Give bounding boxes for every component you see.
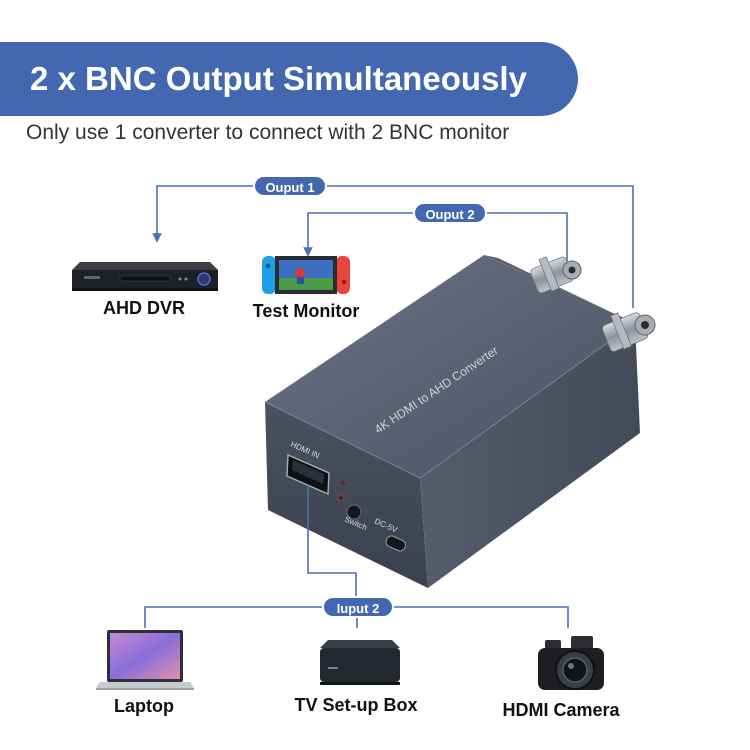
title-banner: 2 x BNC Output Simultaneously	[0, 42, 578, 116]
monitor-icon	[262, 256, 350, 294]
converter-device	[264, 255, 640, 588]
output1-pill: Ouput 1	[253, 175, 327, 197]
dvr-icon	[72, 262, 218, 291]
output2-pill: Ouput 2	[413, 202, 487, 224]
bnc-output2-connector	[530, 256, 582, 294]
settop-label: TV Set-up Box	[294, 695, 418, 715]
laptop-label: Laptop	[114, 696, 174, 716]
settop-box-icon	[320, 640, 400, 685]
page-title: 2 x BNC Output Simultaneously	[30, 60, 527, 97]
bnc-output1-connector	[602, 312, 656, 352]
camera-icon	[538, 636, 604, 690]
input2-pill: Iuput 2	[322, 596, 394, 618]
input-line-hdmi	[307, 484, 357, 607]
converter-side	[420, 323, 640, 588]
converter-top	[265, 255, 635, 478]
laptop-icon	[96, 630, 194, 690]
output1-line	[152, 185, 634, 308]
camera-label: HDMI Camera	[502, 700, 620, 720]
switch-button	[346, 504, 362, 520]
monitor-label: Test Monitor	[252, 301, 360, 321]
page-subtitle: Only use 1 converter to connect with 2 B…	[26, 121, 510, 144]
dvr-label: AHD DVR	[102, 298, 185, 318]
